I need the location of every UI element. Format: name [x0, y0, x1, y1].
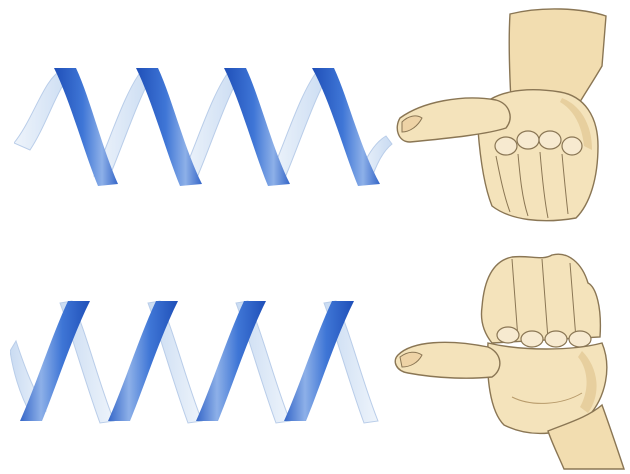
left-handed-helix-icon — [14, 48, 394, 198]
right-handed-helix-icon — [10, 281, 394, 441]
right-hand-thumb-left-icon — [392, 247, 626, 471]
left-hand-thumb-left-icon — [392, 6, 618, 224]
bottom-panel — [0, 237, 630, 474]
top-panel — [0, 0, 630, 237]
